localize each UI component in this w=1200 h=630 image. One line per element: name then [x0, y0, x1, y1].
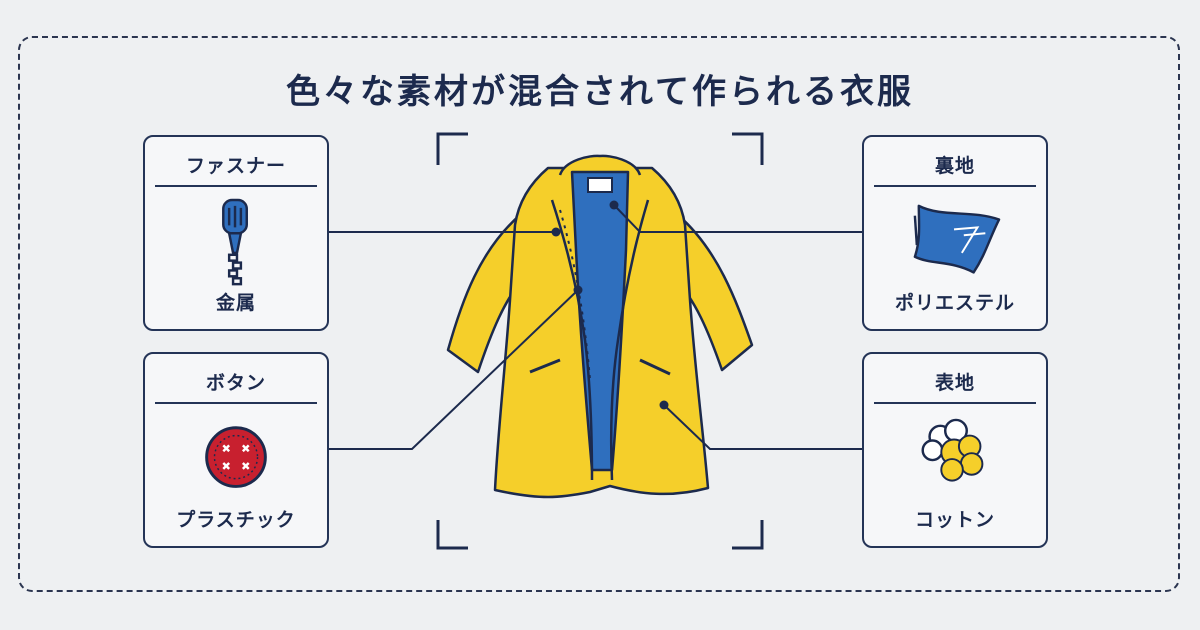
material-card-outer: 表地 コットン	[862, 352, 1048, 548]
card-material: ポリエステル	[894, 292, 1015, 314]
zipper-icon	[222, 198, 248, 286]
card-divider	[155, 185, 317, 187]
card-heading: 表地	[934, 372, 975, 394]
material-card-button: ボタン プラスチック	[143, 352, 329, 548]
card-heading: ボタン	[205, 372, 266, 394]
button-icon	[205, 426, 267, 488]
connector-lines	[329, 204, 878, 450]
material-card-fastener: ファスナー 金属	[143, 135, 329, 331]
cotton-icon	[921, 418, 984, 482]
coat-illustration	[446, 154, 754, 499]
card-divider	[874, 185, 1036, 187]
focus-brackets	[436, 132, 764, 550]
card-heading: ファスナー	[185, 155, 286, 177]
card-material: プラスチック	[176, 509, 296, 531]
card-material: 金属	[215, 292, 256, 314]
card-divider	[874, 402, 1036, 404]
fabric-icon	[913, 204, 1001, 274]
card-material: コットン	[914, 509, 995, 531]
card-heading: 裏地	[934, 155, 975, 177]
material-card-lining: 裏地 ポリエステル	[862, 135, 1048, 331]
card-divider	[155, 402, 317, 404]
page-title: 色々な素材が混合されて作られる衣服	[286, 72, 914, 112]
dashed-frame	[18, 36, 1180, 592]
